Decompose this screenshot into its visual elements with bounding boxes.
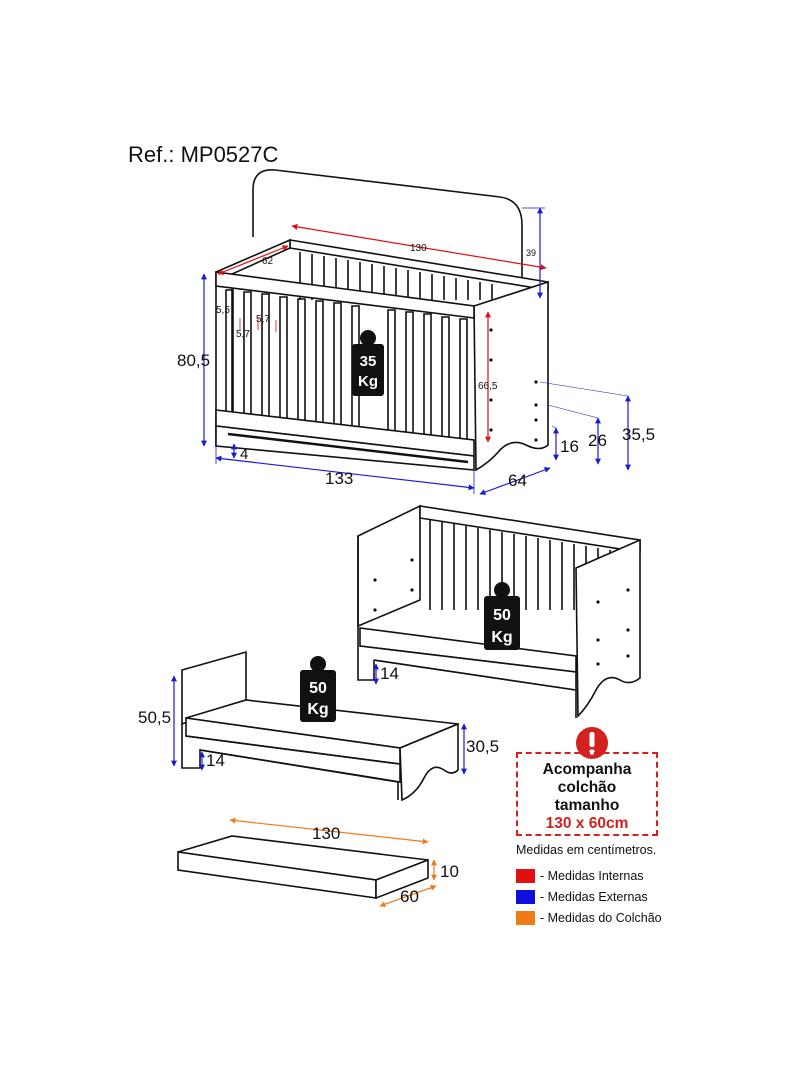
mattress-drawing bbox=[177, 835, 429, 900]
svg-text:60: 60 bbox=[400, 887, 419, 906]
svg-text:64: 64 bbox=[508, 471, 527, 490]
internal-length-line bbox=[291, 223, 547, 271]
mattress-included-notice: Acompanha colchão tamanho 130 x 60cm bbox=[516, 752, 658, 836]
legend-caption: Medidas em centímetros. bbox=[516, 843, 657, 857]
svg-text:5,7: 5,7 bbox=[236, 329, 250, 340]
notice-line-3: tamanho bbox=[554, 797, 620, 814]
svg-text:10: 10 bbox=[440, 862, 459, 881]
svg-text:130: 130 bbox=[410, 243, 427, 254]
internal-width-line bbox=[217, 245, 289, 275]
notice-line-1: Acompanha bbox=[542, 761, 632, 778]
svg-text:Kg: Kg bbox=[491, 629, 512, 646]
legend-item-internal: - Medidas Internas bbox=[516, 865, 662, 886]
legend-item-external: - Medidas Externas bbox=[516, 886, 662, 907]
svg-text:5,7: 5,7 bbox=[256, 314, 270, 325]
svg-text:4: 4 bbox=[240, 446, 248, 463]
svg-text:30,5: 30,5 bbox=[466, 737, 499, 756]
crib-dimensions bbox=[201, 207, 631, 495]
legend-swatch-external bbox=[516, 889, 535, 904]
legend-swatch-internal bbox=[516, 868, 535, 883]
bed-weight-tag: 50 Kg bbox=[300, 656, 336, 722]
svg-text:Kg: Kg bbox=[358, 373, 378, 390]
svg-text:80,5: 80,5 bbox=[177, 351, 210, 370]
svg-text:133: 133 bbox=[325, 469, 353, 488]
svg-text:14: 14 bbox=[380, 664, 399, 683]
legend-label-external: - Medidas Externas bbox=[540, 889, 648, 904]
legend-swatch-mattress bbox=[516, 910, 535, 925]
svg-text:14: 14 bbox=[206, 751, 225, 770]
sofa-weight-tag: 50 Kg bbox=[484, 582, 520, 650]
sofa-drawing bbox=[357, 504, 641, 718]
legend-item-mattress: - Medidas do Colchão bbox=[516, 907, 662, 928]
sofa-dimensions: 14 bbox=[373, 663, 399, 685]
svg-text:26: 26 bbox=[588, 431, 607, 450]
svg-text:35,5: 35,5 bbox=[622, 425, 655, 444]
bed-dimensions: 50,5 30,5 14 bbox=[138, 675, 499, 775]
crib-dimension-labels: 130 62 39 5,5 5,7 5,7 80,5 66,5 4 133 64… bbox=[177, 243, 655, 490]
svg-text:50,5: 50,5 bbox=[138, 708, 171, 727]
svg-text:Kg: Kg bbox=[307, 701, 328, 718]
crib-weight-tag: 35 Kg bbox=[352, 330, 384, 396]
mattress-dimensions: 130 10 60 bbox=[229, 817, 459, 908]
notice-line-2: colchão bbox=[557, 779, 617, 796]
bed-drawing bbox=[181, 650, 459, 802]
svg-text:130: 130 bbox=[312, 824, 340, 843]
svg-text:16: 16 bbox=[560, 437, 579, 456]
svg-text:5,5: 5,5 bbox=[216, 305, 230, 316]
legend: Medidas em centímetros. - Medidas Intern… bbox=[516, 843, 662, 928]
svg-text:50: 50 bbox=[493, 607, 511, 624]
legend-label-mattress: - Medidas do Colchão bbox=[540, 910, 662, 925]
svg-text:35: 35 bbox=[360, 353, 377, 370]
total-width-line bbox=[479, 467, 551, 495]
legend-label-internal: - Medidas Internas bbox=[540, 868, 644, 883]
crib-back-slats bbox=[299, 252, 493, 300]
notice-line-4: 130 x 60cm bbox=[545, 815, 629, 832]
svg-text:62: 62 bbox=[262, 256, 274, 267]
svg-text:50: 50 bbox=[309, 680, 327, 697]
svg-text:39: 39 bbox=[526, 248, 536, 258]
svg-text:66,5: 66,5 bbox=[478, 381, 498, 392]
reference-code: Ref.: MP0527C bbox=[128, 142, 279, 167]
total-length-line bbox=[215, 455, 475, 491]
